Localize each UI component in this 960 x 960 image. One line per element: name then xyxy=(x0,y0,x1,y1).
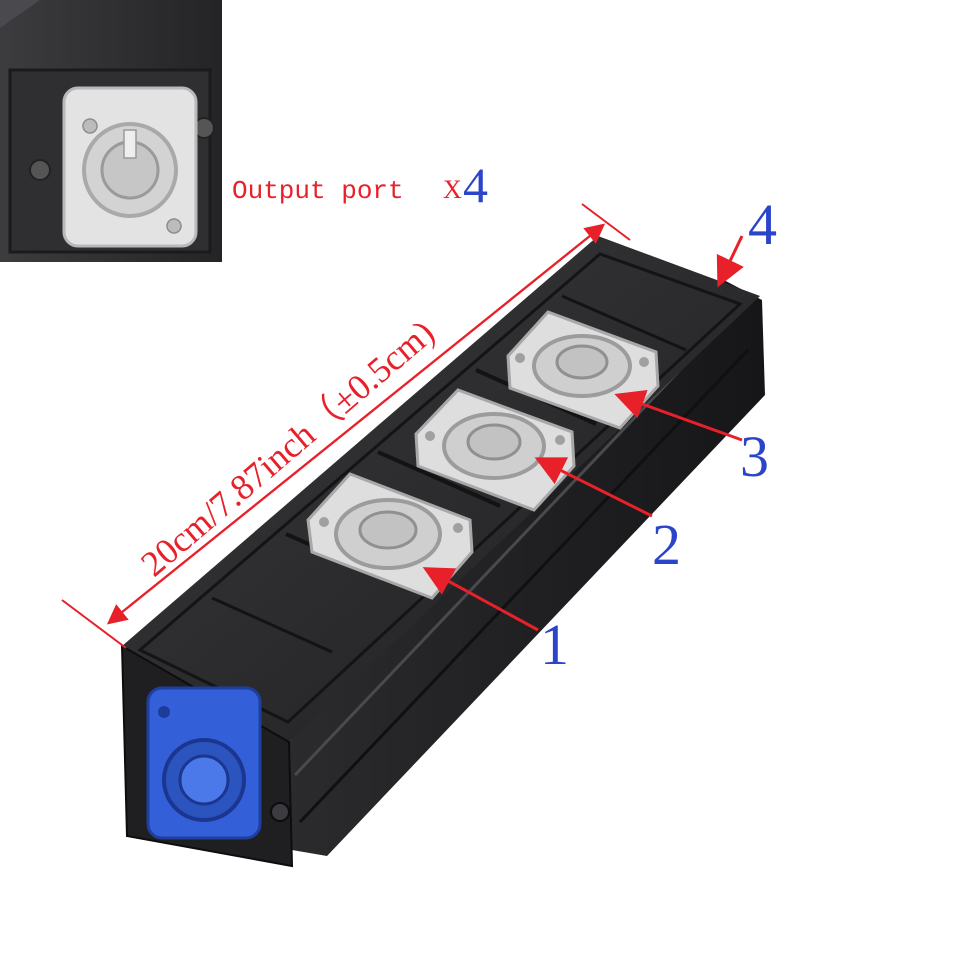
output-connector-3-screw-a-icon xyxy=(515,353,525,363)
inset-box-edge xyxy=(0,0,40,28)
callout-number-2: 2 xyxy=(652,512,681,577)
strip-side-face xyxy=(289,278,765,856)
output-connector-3-screw-b-icon xyxy=(639,357,649,367)
strip-end-screw-icon xyxy=(270,802,290,822)
output-connector-2-screw-a-icon xyxy=(425,431,435,441)
output-connector-1-screw-b-icon xyxy=(453,523,463,533)
inset-plate-screw-top-icon xyxy=(82,118,98,134)
input-connector-core xyxy=(178,754,230,806)
callout-arrow-3 xyxy=(614,390,743,442)
strip-top-divider-3 xyxy=(377,450,501,508)
strip-top-divider-5 xyxy=(561,294,687,352)
input-connector-blue xyxy=(146,686,262,840)
strip-side-groove-1 xyxy=(293,310,737,777)
output-connector-1-screw-a-icon xyxy=(319,517,329,527)
output-connector-2-screw-b-icon xyxy=(555,435,565,445)
dimension-extension-left xyxy=(61,599,127,649)
inset-screw-left-icon xyxy=(29,159,51,181)
output-connector-3-core xyxy=(555,344,609,380)
inset-caption-prefix: Output port xyxy=(232,176,404,206)
callout-arrow-1 xyxy=(422,567,539,632)
output-connector-1-core xyxy=(358,510,418,550)
inset-plate-screw-bottom-icon xyxy=(166,218,182,234)
output-connector-1 xyxy=(306,472,474,600)
inset-caption-count: 4 xyxy=(463,157,488,213)
strip-top-divider-1 xyxy=(211,596,333,654)
inset-connector-key xyxy=(123,129,137,159)
callout-number-4: 4 xyxy=(748,192,777,257)
strip-side-groove-2 xyxy=(298,348,750,824)
callouts: 1 2 3 4 xyxy=(422,192,777,677)
inset-caption: Output port X 4 xyxy=(232,157,488,213)
inset-caption-multiplier: X xyxy=(443,175,462,204)
callout-arrow-2 xyxy=(534,457,653,518)
dimension-extension-right xyxy=(581,203,631,241)
output-connector-2-core xyxy=(466,423,522,461)
callout-number-1: 1 xyxy=(540,612,569,677)
callout-number-3: 3 xyxy=(740,424,769,489)
inset-photo xyxy=(0,0,222,262)
callout-arrow-4 xyxy=(716,235,744,288)
dimension-line-back xyxy=(106,227,601,625)
output-connector-2 xyxy=(414,388,576,512)
input-connector-screw-icon xyxy=(158,706,170,718)
